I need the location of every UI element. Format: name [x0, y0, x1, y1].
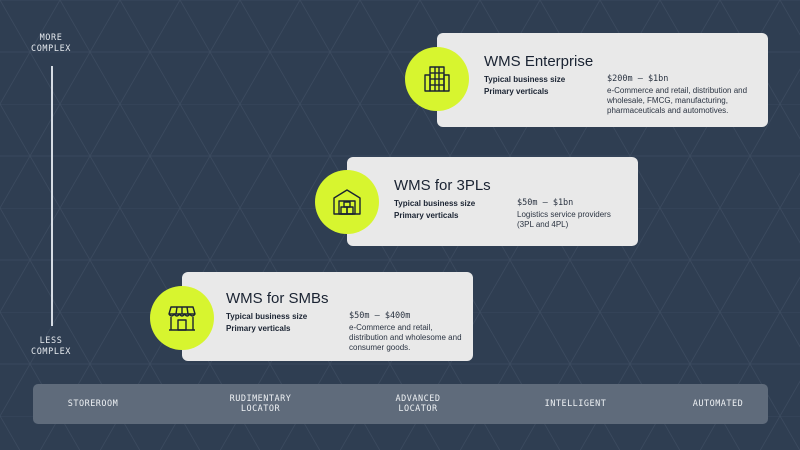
stage-label-line1: INTELLIGENT: [544, 399, 607, 409]
verticals-value: e-Commerce and retail, distribution and …: [349, 323, 462, 352]
storefront-icon: [168, 306, 196, 331]
stage-rudimentary-locator: RUDIMENTARY LOCATOR: [213, 384, 308, 424]
business-size-label: Typical business size: [394, 199, 476, 208]
verticals-label: Primary verticals: [394, 211, 459, 220]
business-size-value: $50m – $400m: [349, 311, 411, 321]
stage-label-line1: RUDIMENTARY: [229, 394, 292, 404]
business-size-value: $200m – $1bn: [607, 74, 669, 84]
card-wms-smb: WMS for SMBs Typical business size $50m …: [182, 272, 473, 361]
axis-label-less-complex: LESS COMPLEX: [18, 336, 84, 358]
card-title: WMS for SMBs: [226, 290, 329, 307]
warehouse-icon: [333, 189, 361, 215]
enterprise-badge: [405, 47, 469, 111]
card-wms-enterprise: WMS Enterprise Typical business size $20…: [437, 33, 768, 127]
stage-label-line2: LOCATOR: [398, 404, 438, 414]
axis-bottom-line1: LESS: [39, 336, 63, 346]
stage-automated: AUTOMATED: [678, 384, 758, 424]
stage-intelligent: INTELLIGENT: [528, 384, 623, 424]
card-wms-3pl: WMS for 3PLs Typical business size $50m …: [347, 157, 638, 246]
maturity-stage-bar: STOREROOM RUDIMENTARY LOCATOR ADVANCED L…: [33, 384, 768, 424]
business-size-label: Typical business size: [484, 75, 566, 84]
stage-label-line2: LOCATOR: [240, 404, 281, 414]
business-size-value: $50m – $1bn: [517, 198, 574, 208]
verticals-value: Logistics service providers (3PL and 4PL…: [517, 210, 611, 229]
card-title: WMS for 3PLs: [394, 177, 491, 194]
verticals-value: e-Commerce and retail, distribution and …: [607, 86, 748, 115]
stage-storeroom: STOREROOM: [48, 384, 138, 424]
card-title: WMS Enterprise: [484, 53, 594, 70]
axis-label-more-complex: MORE COMPLEX: [18, 33, 84, 55]
axis-bottom-line2: COMPLEX: [30, 347, 72, 357]
3pl-badge: [315, 170, 379, 234]
axis-top-line1: MORE: [39, 33, 63, 43]
stage-label-line1: STOREROOM: [67, 399, 119, 409]
business-size-label: Typical business size: [226, 312, 308, 321]
enterprise-building-icon: [424, 66, 450, 92]
complexity-axis-line: [51, 66, 53, 326]
stage-label-line1: ADVANCED: [395, 394, 441, 404]
verticals-label: Primary verticals: [484, 87, 549, 96]
stage-advanced-locator: ADVANCED LOCATOR: [373, 384, 463, 424]
smb-badge: [150, 286, 214, 350]
verticals-label: Primary verticals: [226, 324, 291, 333]
axis-top-line2: COMPLEX: [30, 44, 72, 54]
stage-label-line1: AUTOMATED: [692, 399, 744, 409]
